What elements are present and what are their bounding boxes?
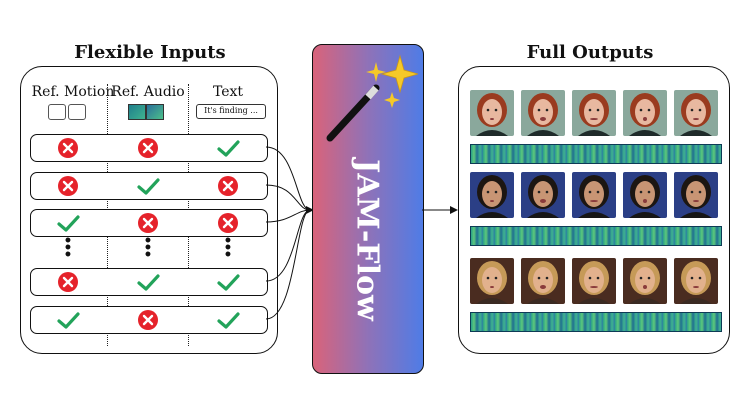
check-icon <box>216 270 240 294</box>
cross-icon <box>56 174 80 198</box>
output-video-frame <box>521 90 565 136</box>
arrow-head <box>306 206 314 214</box>
connector-line <box>266 184 311 211</box>
cross-icon <box>136 136 160 160</box>
full-outputs-title: Full Outputs <box>526 42 654 63</box>
output-video-frame <box>521 258 565 304</box>
cross-icon <box>216 174 240 198</box>
audio-spectrogram-strip <box>470 312 722 332</box>
ellipsis-dots: ••• <box>63 233 73 263</box>
motion-thumbnail-icon <box>68 104 86 120</box>
audio-spectrogram-strip <box>470 144 722 164</box>
input-connector-lines <box>266 146 314 320</box>
check-icon <box>136 174 160 198</box>
output-video-frame <box>674 172 718 218</box>
output-video-frame <box>674 90 718 136</box>
output-video-frame <box>521 172 565 218</box>
output-video-frame <box>623 258 667 304</box>
ellipsis-dots: ••• <box>223 233 233 263</box>
magic-wand-icon <box>326 54 418 142</box>
output-video-frame <box>572 258 616 304</box>
column-header-text: Text <box>212 84 244 100</box>
model-label: JAM-Flow <box>349 159 385 321</box>
check-icon <box>216 308 240 332</box>
connector-line <box>266 146 311 211</box>
output-video-frame <box>572 172 616 218</box>
connector-line <box>266 209 311 282</box>
cross-icon <box>216 211 240 235</box>
connector-line <box>266 209 311 320</box>
flexible-inputs-title: Flexible Inputs <box>74 42 226 63</box>
cross-icon <box>56 136 80 160</box>
audio-spectrogram-icon <box>146 104 164 120</box>
check-icon <box>216 136 240 160</box>
motion-thumbnail-icon <box>48 104 66 120</box>
output-video-frame <box>623 90 667 136</box>
audio-spectrogram-strip <box>470 226 722 246</box>
audio-spectrogram-icon <box>128 104 146 120</box>
cross-icon <box>56 270 80 294</box>
output-video-frame <box>470 90 514 136</box>
output-video-frame <box>623 172 667 218</box>
ellipsis-dots: ••• <box>143 233 153 263</box>
output-video-frame <box>572 90 616 136</box>
check-icon <box>136 270 160 294</box>
output-video-frame <box>470 172 514 218</box>
check-icon <box>56 308 80 332</box>
output-arrow <box>422 206 458 214</box>
cross-icon <box>136 308 160 332</box>
cross-icon <box>136 211 160 235</box>
model-label-wrapper: JAM-Flow <box>312 140 422 340</box>
check-icon <box>56 211 80 235</box>
output-video-frame <box>674 258 718 304</box>
text-input-chip: It's finding ... <box>196 104 266 119</box>
output-video-frame <box>470 258 514 304</box>
column-header-ref-motion: Ref. Motion <box>31 84 115 100</box>
column-header-ref-audio: Ref. Audio <box>111 84 185 100</box>
